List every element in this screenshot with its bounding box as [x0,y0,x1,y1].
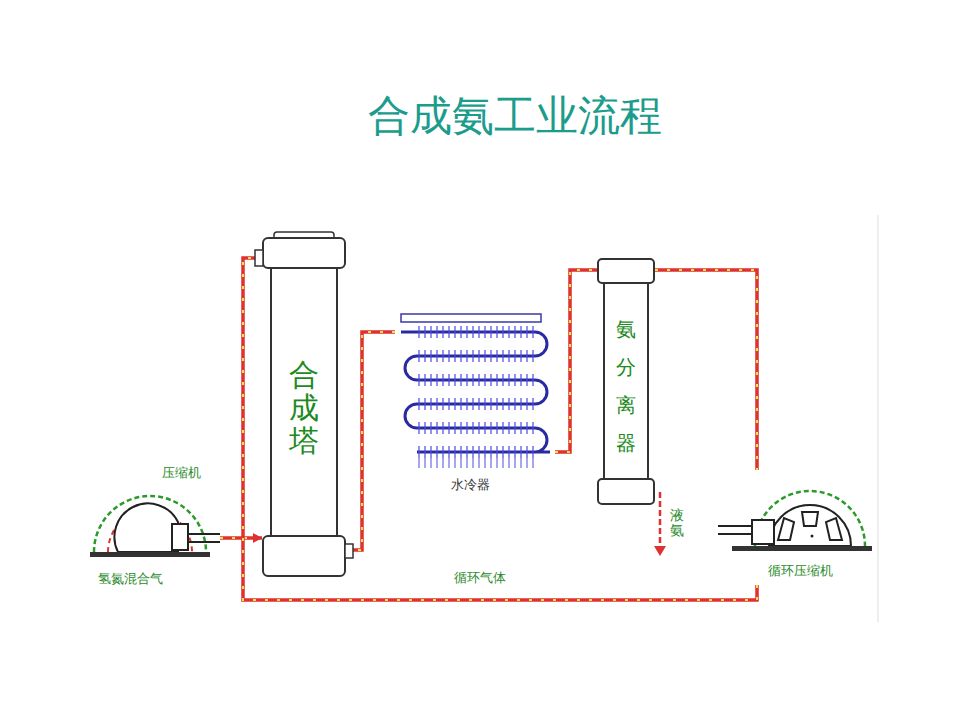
page-title: 合成氨工业流程 [0,88,960,144]
synthesis-tower: 合成塔 [262,232,346,580]
equipment-drawing [395,300,555,495]
pipe-line [243,258,757,600]
pipe-line [555,270,597,452]
frame-line [878,215,879,622]
equipment-label: 氨分离器 [616,310,636,462]
recycle-compressor: 循环压缩机 [712,470,872,585]
equipment-label: 合成塔 [289,358,319,457]
pipe-line [220,533,262,543]
pipe-line [655,270,757,470]
product-label: 液氨 [670,508,684,539]
pipe-line [346,332,395,550]
pipe-label: 循环气体 [452,569,508,587]
equipment-label: 循环压缩机 [768,562,833,580]
compressor: 压缩机 [88,462,220,562]
equipment-drawing [597,258,655,505]
water-cooler: 水冷器 [395,300,555,495]
feed-gas-label: 氢氮混合气 [98,570,163,588]
equipment-label: 水冷器 [451,476,490,494]
equipment-label: 压缩机 [162,464,201,482]
ammonia-separator: 氨分离器 [597,258,655,505]
liquid-outlet-arrow [654,546,666,556]
liquid-outlet-line [659,492,662,548]
